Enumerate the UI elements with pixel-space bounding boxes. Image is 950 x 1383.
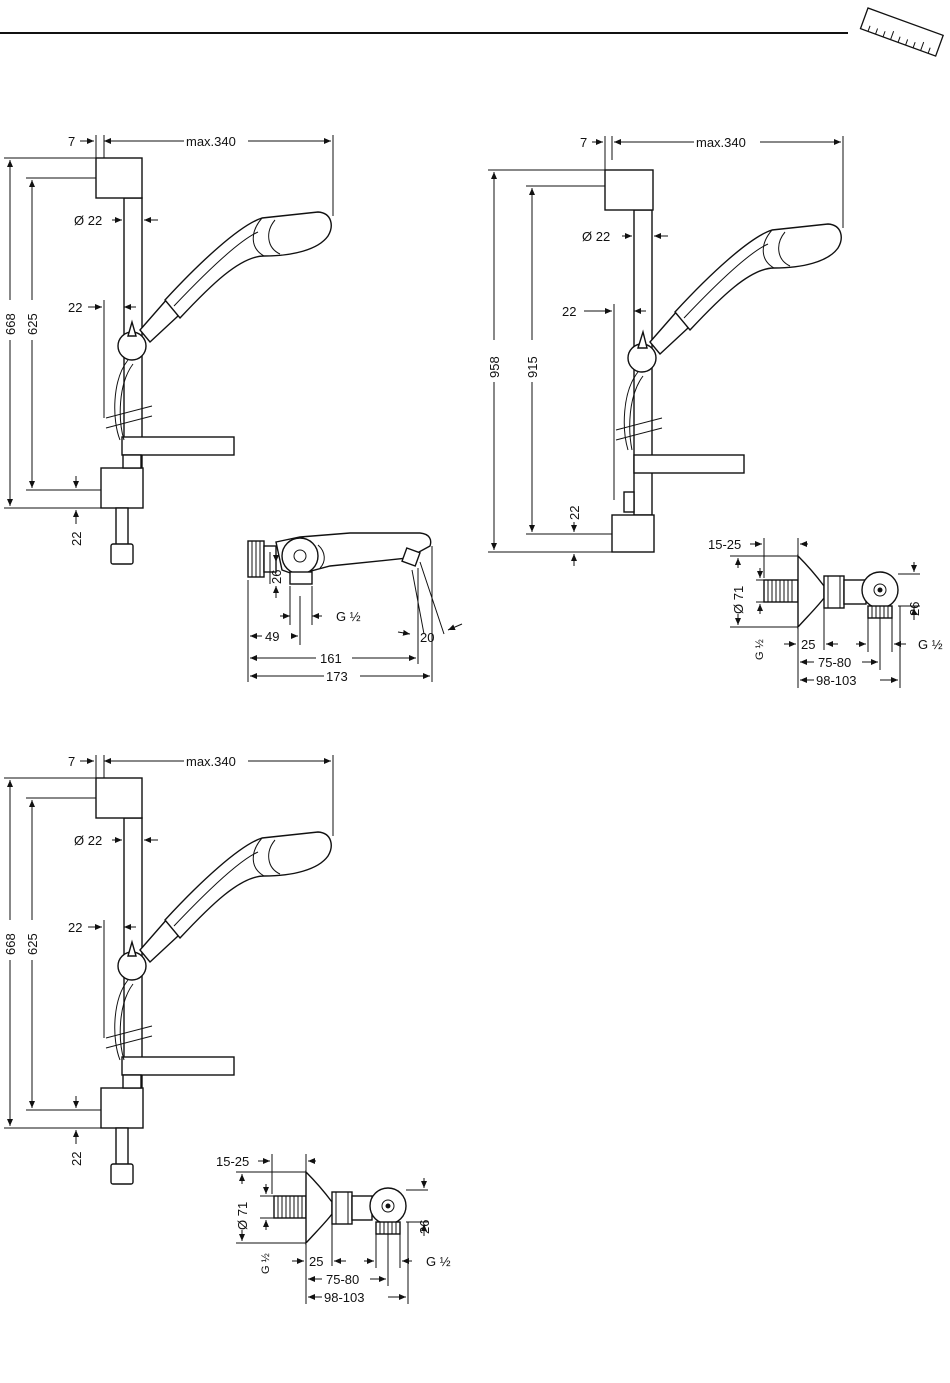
dim-625: 625 <box>25 933 40 955</box>
bath-spout: 26 G ½ 49 161 173 20 <box>248 533 462 684</box>
dim-25: 25 <box>309 1254 323 1269</box>
shower-set-c: 7 max.340 Ø 22 22 668 625 22 <box>3 754 333 1184</box>
dim-49: 49 <box>265 629 279 644</box>
dim-22-bottom: 22 <box>567 506 582 520</box>
dim-diameter-22: Ø 22 <box>74 833 102 848</box>
dim-g-half: G ½ <box>336 609 361 624</box>
dim-7: 7 <box>68 134 75 149</box>
dim-22-bottom: 22 <box>69 1152 84 1166</box>
dim-75-80: 75-80 <box>326 1272 359 1287</box>
dim-26: 26 <box>417 1220 432 1234</box>
dim-26: 26 <box>907 602 922 616</box>
dim-173: 173 <box>326 669 348 684</box>
dim-15-25: 15-25 <box>708 537 741 552</box>
dim-625: 625 <box>25 313 40 335</box>
dim-max340: max.340 <box>186 754 236 769</box>
dim-958: 958 <box>487 356 502 378</box>
dim-22-bottom: 22 <box>69 532 84 546</box>
dim-98-103: 98-103 <box>324 1290 364 1305</box>
dim-75-80: 75-80 <box>818 655 851 670</box>
dim-161: 161 <box>320 651 342 666</box>
dim-7: 7 <box>68 754 75 769</box>
dim-g-half-left: G ½ <box>754 639 766 660</box>
dim-diameter-22: Ø 22 <box>582 229 610 244</box>
dim-22-offset: 22 <box>562 304 576 319</box>
dim-max340: max.340 <box>696 135 746 150</box>
dim-98-103: 98-103 <box>816 673 856 688</box>
shower-set-a: 7 max.340 Ø 22 22 668 625 22 <box>3 134 333 564</box>
dim-7: 7 <box>580 135 587 150</box>
dim-668: 668 <box>3 313 18 335</box>
dim-15-25: 15-25 <box>216 1154 249 1169</box>
dim-22-offset: 22 <box>68 300 82 315</box>
dim-915: 915 <box>525 356 540 378</box>
wall-valve-b: 15-25 Ø 71 G ½ 25 26 G ½ 75-80 <box>708 537 943 688</box>
dim-max340: max.340 <box>186 134 236 149</box>
ruler-icon <box>860 8 943 56</box>
dim-20: 20 <box>420 630 434 645</box>
dim-diameter-71: Ø 71 <box>731 586 746 614</box>
dim-22-offset: 22 <box>68 920 82 935</box>
dim-diameter-71: Ø 71 <box>235 1202 250 1230</box>
dim-g-half-right: G ½ <box>918 637 943 652</box>
shower-set-b: 7 max.340 Ø 22 22 958 915 22 <box>487 135 843 566</box>
dim-g-half-right: G ½ <box>426 1254 451 1269</box>
dim-26: 26 <box>269 570 284 584</box>
dim-668: 668 <box>3 933 18 955</box>
wall-valve-c: 15-25 Ø 71 G ½ 25 26 G ½ 75-80 <box>216 1154 451 1305</box>
dim-diameter-22: Ø 22 <box>74 213 102 228</box>
dim-g-half-left: G ½ <box>260 1253 272 1274</box>
dim-25: 25 <box>801 637 815 652</box>
